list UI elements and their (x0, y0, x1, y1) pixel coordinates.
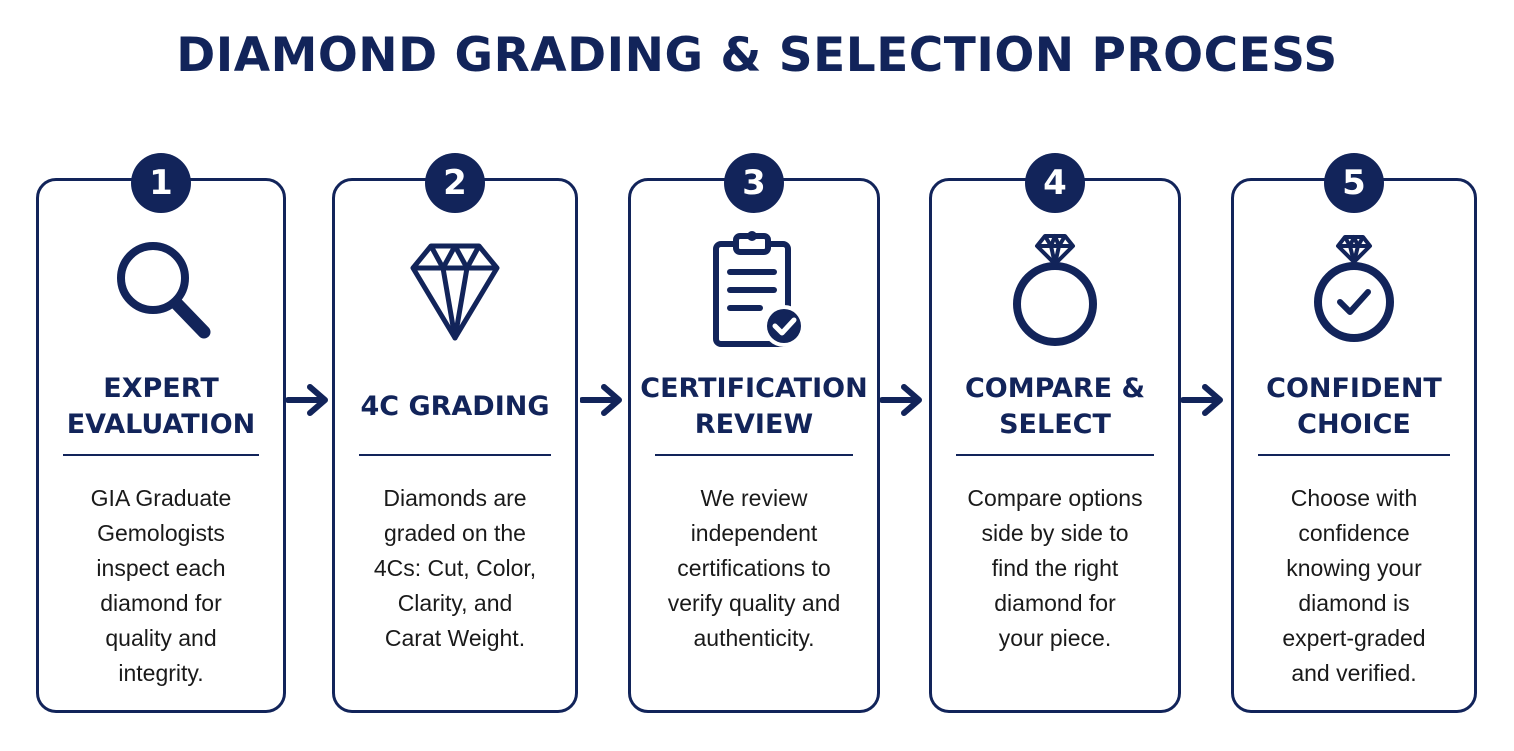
divider (359, 454, 551, 456)
arrow-right-icon (1181, 383, 1225, 417)
page-title: DIAMOND GRADING & SELECTION PROCESS (176, 28, 1338, 83)
step-number-badge: 3 (724, 153, 784, 213)
step-description: Compare options side by side to find the… (967, 485, 1143, 651)
step-description: Choose with confidence knowing your diam… (1282, 485, 1426, 686)
divider (63, 454, 259, 456)
divider (1258, 454, 1450, 456)
diamond-ring-icon (995, 226, 1115, 356)
step-number-badge: 5 (1324, 153, 1384, 213)
step-number-badge: 1 (131, 153, 191, 213)
step-heading: 4C GRADING (360, 391, 550, 422)
arrow-right-icon (880, 383, 924, 417)
step-heading: CERTIFICATION REVIEW (640, 373, 868, 440)
divider (956, 454, 1154, 456)
diamond-icon (395, 226, 515, 356)
clipboard-check-icon (694, 226, 814, 356)
step-heading: COMPARE & SELECT (964, 373, 1146, 440)
step-number-badge: 2 (425, 153, 485, 213)
step-number-badge: 4 (1025, 153, 1085, 213)
step-description: We review independent certifications to … (667, 485, 841, 651)
step-card-4c-grading: 2 4C GRADING Diamonds are graded on the … (332, 153, 578, 713)
step-card-compare-select: 4 COMPARE & SELECT Compare options side … (929, 153, 1181, 713)
step-card-confident-choice: 5 CONFIDENT CHOICE Choose with confidenc… (1231, 153, 1477, 713)
arrow-right-icon (286, 383, 330, 417)
magnifying-glass-icon (101, 226, 221, 356)
arrow-right-icon (580, 383, 624, 417)
divider (655, 454, 853, 456)
step-heading: CONFIDENT CHOICE (1266, 373, 1442, 440)
ring-checkmark-icon (1294, 226, 1414, 356)
step-description: GIA Graduate Gemologists inspect each di… (90, 485, 232, 686)
step-card-certification-review: 3 CERTIFICATION REVIEW We review indepen… (628, 153, 880, 713)
step-heading: EXPERT EVALUATION (66, 373, 256, 440)
step-card-expert-evaluation: 1 EXPERT EVALUATION GIA Graduate Gemolog… (36, 153, 286, 713)
step-description: Diamonds are graded on the 4Cs: Cut, Col… (373, 485, 537, 651)
